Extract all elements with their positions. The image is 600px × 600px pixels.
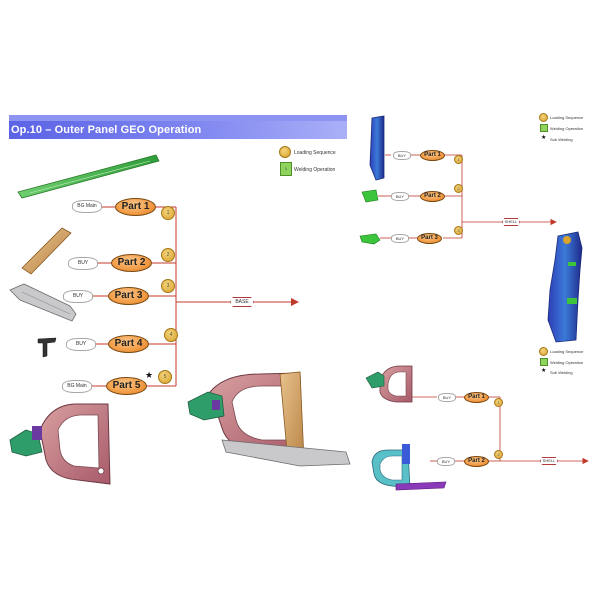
sill-part-icon <box>9 283 77 322</box>
rm-legend-welding-label: Welding Operation <box>550 360 584 365</box>
rb-source-tag-2: BUY <box>437 457 455 466</box>
right-top-flow-lines <box>378 154 557 239</box>
hook-part-icon <box>37 337 57 358</box>
seq-circle-2: 2 <box>161 248 175 262</box>
rt-source-tag-3: BUY <box>391 234 409 243</box>
rb-source-tag-1: BUY <box>438 393 456 402</box>
rt-legend-star-icon: ★ <box>541 135 547 141</box>
rt-seq-1: 1 <box>454 155 463 164</box>
rt-legend-loading-label: Loading Sequence <box>550 115 584 120</box>
title-bar <box>9 115 347 139</box>
weld-icon: 1 <box>280 162 292 176</box>
source-tag-part-3: BUY <box>63 290 93 303</box>
seq-circle-5: 5 <box>158 370 172 384</box>
rt-legend-star-label: Sub Welding <box>550 137 573 142</box>
source-tag-part-5: BG Main <box>62 380 92 393</box>
rm-legend-loading-icon <box>539 347 548 356</box>
pillar-part-icon <box>369 115 385 181</box>
rt-seq-2: 2 <box>454 184 463 193</box>
part-1-oval: Part 1 <box>115 198 156 216</box>
part-2-oval: Part 2 <box>111 254 152 272</box>
rt-seq-3: 3 <box>454 226 463 235</box>
right-pillar-assembly-drawing <box>547 231 583 343</box>
bar-part-icon <box>21 227 72 275</box>
seq-circle-1: 1 <box>161 206 175 220</box>
legend-loading-label: Loading Sequence <box>294 150 336 156</box>
rm-legend-weld-icon <box>540 358 548 366</box>
rb-part-1-oval: Part 1 <box>464 392 489 403</box>
rail-part-icon <box>17 154 160 199</box>
rb-part-2-oval: Part 2 <box>464 456 489 467</box>
rt-legend-weld-icon <box>540 124 548 132</box>
source-tag-part-2: BUY <box>68 257 98 270</box>
legend-loading-icon <box>279 146 291 158</box>
rt-legend-welding-label: Welding Operation <box>550 126 584 131</box>
rt-part-2-oval: Part 2 <box>420 191 445 202</box>
bracket-part-icon-1 <box>361 189 379 203</box>
right-door-frame-1-drawing <box>365 365 413 403</box>
right-door-frame-2-drawing <box>371 444 447 491</box>
part-5-oval: Part 5 <box>106 377 147 395</box>
star-icon: ★ <box>145 370 154 380</box>
rm-legend-star-label: Sub Welding <box>550 370 573 375</box>
rt-output-box: SHELL <box>502 218 520 226</box>
output-box-base: BASE <box>230 297 254 307</box>
part-4-oval: Part 4 <box>108 335 149 353</box>
center-assembly-drawing <box>187 371 351 467</box>
source-tag-part-4: BUY <box>66 338 96 351</box>
rt-part-3-oval: Part 3 <box>417 233 442 244</box>
rt-source-tag-1: BUY <box>393 151 411 160</box>
rt-source-tag-2: BUY <box>391 192 409 201</box>
rm-legend-star-icon: ★ <box>541 368 547 374</box>
page-title: Op.10 – Outer Panel GEO Operation <box>11 124 202 136</box>
source-tag-part-1: BG Main <box>72 200 102 213</box>
rb-seq-2: 2 <box>494 450 503 459</box>
rb-seq-1: 1 <box>494 398 503 407</box>
rb-output-box: SHELL <box>540 457 558 465</box>
legend-welding-label: Welding Operation <box>294 167 336 173</box>
left-assembly-drawing <box>9 403 111 485</box>
seq-circle-3: 3 <box>161 279 175 293</box>
rt-part-1-oval: Part 1 <box>420 150 445 161</box>
rt-legend-loading-icon <box>539 113 548 122</box>
bracket-part-icon-2 <box>359 233 381 245</box>
seq-circle-4: 4 <box>164 328 178 342</box>
rm-legend-loading-label: Loading Sequence <box>550 349 584 354</box>
part-3-oval: Part 3 <box>108 287 149 305</box>
